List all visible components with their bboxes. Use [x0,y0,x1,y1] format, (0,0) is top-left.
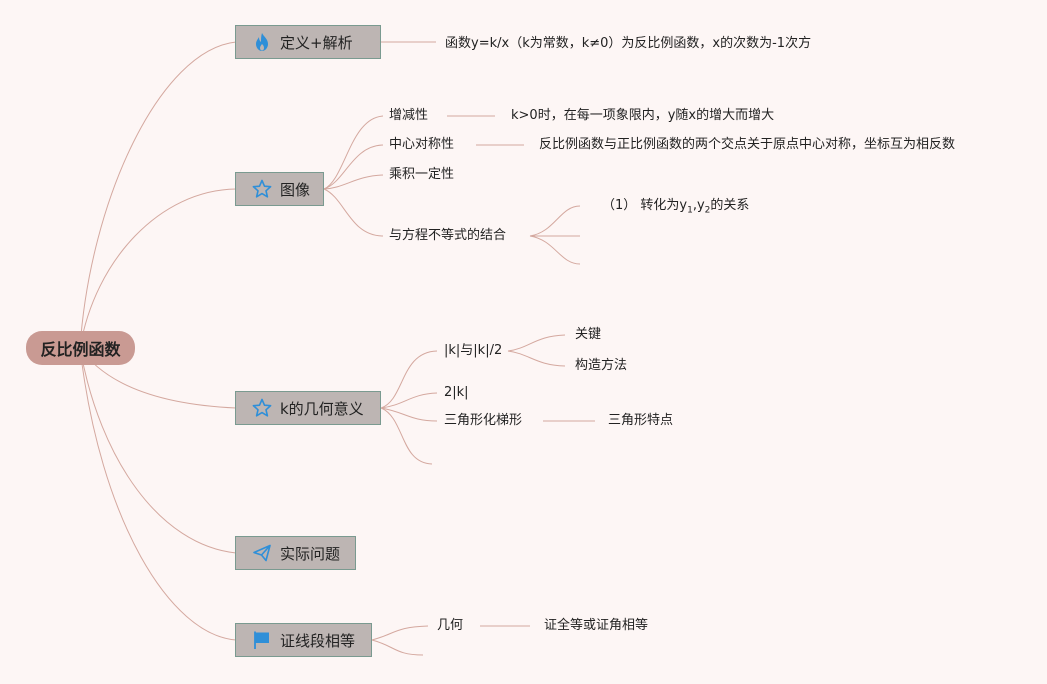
flag-icon [254,631,269,649]
paper-plane-icon [253,544,271,562]
branch-graph-label: 图像 [280,180,311,199]
geometry-half-child-method[interactable]: 构造方法 [575,358,628,373]
branch-geometry-label: k的几何意义 [280,399,364,418]
graph-symmetry-label[interactable]: 中心对称性 [389,137,455,152]
star-icon [252,398,272,417]
geometry-triangle-child[interactable]: 三角形特点 [608,413,674,428]
fire-icon [256,33,268,51]
definition-detail: 函数y=k/x（k为常数，k≠0）为反比例函数，x的次数为-1次方 [443,35,814,53]
branch-proof[interactable]: 证线段相等 [235,623,372,657]
proof-geometry-label[interactable]: 几何 [437,618,464,633]
root-label: 反比例函数 [40,340,121,359]
geometry-half-label[interactable]: |k|与|k|/2 [444,343,503,358]
branch-definition-label: 定义+解析 [280,33,353,52]
proof-geometry-child[interactable]: 证全等或证角相等 [544,618,649,633]
root-node[interactable]: 反比例函数 [26,331,135,365]
branch-definition[interactable]: 定义+解析 [235,25,381,59]
star-icon [252,179,272,198]
geometry-half-child-key[interactable]: 关键 [575,327,602,342]
branch-proof-label: 证线段相等 [280,631,356,650]
graph-equation-label[interactable]: 与方程不等式的结合 [389,228,507,243]
branch-practical-label: 实际问题 [280,544,341,563]
branch-geometry[interactable]: k的几何意义 [235,391,381,425]
graph-monotonic-detail: k>0时，在每一项象限内，y随x的增大而增大 [509,107,777,125]
graph-monotonic-label[interactable]: 增减性 [389,108,429,123]
branch-graph[interactable]: 图像 [235,172,324,206]
geometry-double-label[interactable]: 2|k| [444,385,469,400]
geometry-triangle-label[interactable]: 三角形化梯形 [444,413,523,428]
graph-equation-sub1: （1） 转化为y1,y2的关系 [600,197,752,220]
branch-practical[interactable]: 实际问题 [235,536,356,570]
graph-symmetry-detail: 反比例函数与正比例函数的两个交点关于原点中心对称，坐标互为相反数 [537,136,958,154]
graph-product-label[interactable]: 乘积一定性 [389,167,455,182]
